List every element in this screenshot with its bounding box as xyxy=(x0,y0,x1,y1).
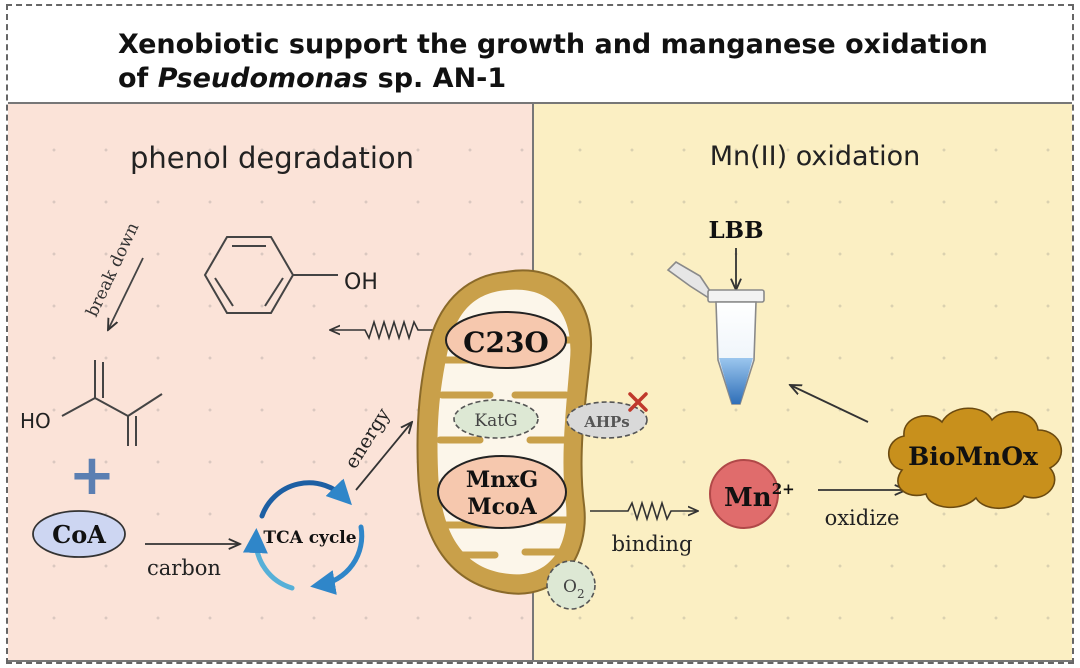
plus-sign: + xyxy=(69,443,116,508)
mcoa-label: McoA xyxy=(467,494,537,520)
title-box: Xenobiotic support the growth and mangan… xyxy=(6,4,1074,102)
o2-node xyxy=(546,560,596,610)
mnxg-label: MnxG xyxy=(466,467,538,493)
figure-title: Xenobiotic support the growth and mangan… xyxy=(118,28,988,96)
biomnox-cloud xyxy=(888,407,1062,509)
energy-arrow xyxy=(355,422,412,491)
coa-label: CoA xyxy=(52,520,106,549)
title-line2-prefix: of xyxy=(118,63,158,94)
mn2-label: Mn2+ xyxy=(724,480,795,513)
c23o-label: C23O xyxy=(463,326,549,359)
microtube-icon xyxy=(666,260,765,405)
biomnox-label: BioMnOx xyxy=(908,442,1039,471)
title-line2-suffix: sp. AN-1 xyxy=(368,63,507,94)
coa-node xyxy=(32,510,126,558)
mnxg-mcoa-node xyxy=(437,455,567,529)
ahps-node xyxy=(566,401,648,439)
title-line1: Xenobiotic support the growth and mangan… xyxy=(118,29,988,60)
c23o-wavy-arrow xyxy=(330,319,438,341)
biomnox-to-tube-arrow xyxy=(790,385,869,423)
mn-heading: Mn(II) oxidation xyxy=(710,141,921,172)
tca-label: TCA cycle xyxy=(263,528,356,548)
phenol-molecule xyxy=(203,236,338,314)
lbb-label: LBB xyxy=(708,217,763,244)
mn-base: Mn xyxy=(724,483,772,513)
binding-label: binding xyxy=(612,532,693,556)
katg-label: KatG xyxy=(474,411,517,431)
phenol-heading: phenol degradation xyxy=(130,141,414,175)
o2-base: O xyxy=(563,577,577,597)
c23o-node xyxy=(445,311,567,369)
carbon-label: carbon xyxy=(147,556,221,580)
o2-label: O2 xyxy=(563,577,585,601)
o2-sub: 2 xyxy=(577,587,585,601)
mn2-ion xyxy=(709,459,779,529)
ahps-label: AHPs xyxy=(583,413,630,431)
ho-label: HO xyxy=(20,409,51,433)
break-down-arrow xyxy=(108,257,144,330)
energy-label: energy xyxy=(341,404,395,472)
figure-frame xyxy=(6,4,1074,664)
oxidize-label: oxidize xyxy=(825,506,900,530)
cross-icon xyxy=(628,392,648,412)
diene-molecule xyxy=(61,360,163,446)
mn-oxidation-panel xyxy=(532,102,1072,662)
katg-node xyxy=(453,399,539,439)
oh-label: OH xyxy=(344,270,378,295)
title-line2-italic: Pseudomonas xyxy=(157,63,369,94)
panel-dot-grid xyxy=(534,104,1072,660)
mn-sup: 2+ xyxy=(772,480,795,498)
tca-cycle-arrows xyxy=(242,478,365,595)
binding-wavy-arrow xyxy=(590,500,698,522)
title-line2: of Pseudomonas sp. AN-1 xyxy=(118,62,988,96)
break-down-label: break down xyxy=(82,220,143,321)
